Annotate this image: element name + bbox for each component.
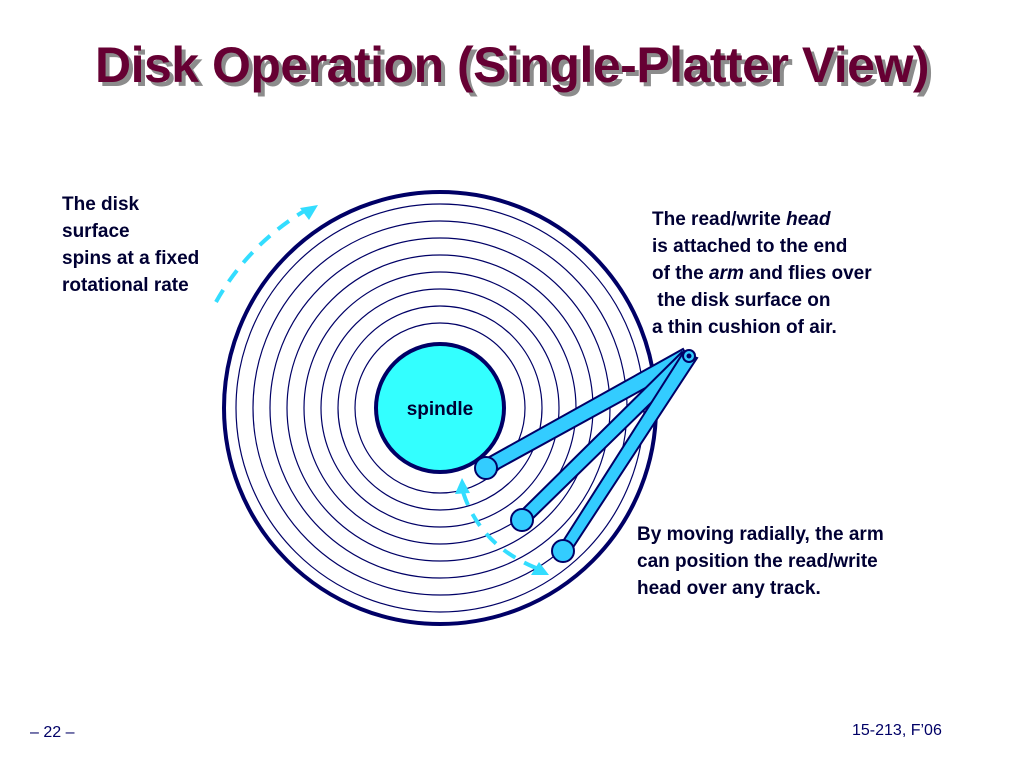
rotation-arrow	[214, 205, 318, 303]
track-group	[235, 203, 645, 613]
page-number: – 22 –	[30, 724, 75, 741]
course-label: 15-213, F’06	[852, 722, 942, 739]
radial-motion-arrow	[455, 478, 549, 575]
radial-annotation: By moving radially, the arm can position…	[637, 524, 884, 599]
spindle-label: spindle	[407, 399, 474, 420]
pivot-dot	[686, 353, 692, 359]
read-write-head	[551, 539, 575, 563]
track	[320, 288, 560, 528]
spindle	[374, 342, 506, 474]
read-write-head	[510, 508, 534, 532]
arm-group	[474, 347, 699, 563]
head-annotation: The read/write head is attached to the e…	[652, 209, 872, 338]
spin-annotation: The disk surface spins at a fixed rotati…	[62, 194, 200, 296]
track	[354, 322, 526, 494]
read-write-head	[474, 456, 498, 480]
slide-title: Disk Operation (Single-Platter View)	[94, 37, 930, 93]
track	[337, 305, 543, 511]
